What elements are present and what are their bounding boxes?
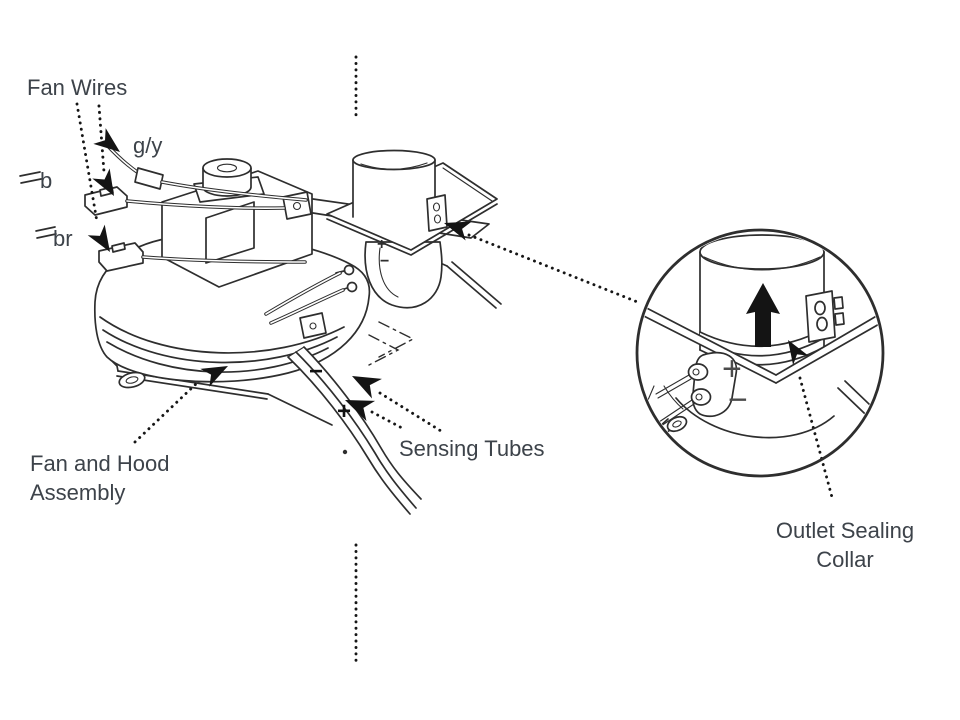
fan-hood-assembly-line2: Assembly: [30, 480, 126, 505]
wire-b-label: b: [40, 168, 53, 193]
collar-clamp-tab: [426, 194, 448, 232]
leader-lines: [75, 55, 835, 667]
outlet-elbow: [364, 241, 443, 309]
pressure-taps: [264, 264, 358, 325]
hood-tube-minus-mark: −: [309, 358, 324, 385]
detail-plus-mark: +: [722, 350, 742, 388]
arrow-collar-icon: [444, 221, 472, 241]
arrow-tube2-icon: [345, 400, 376, 422]
outlet-sealing-line2: Collar: [816, 547, 874, 572]
arrow-detail-collar-icon: [788, 340, 809, 366]
wire-gy-label: g/y: [133, 133, 163, 158]
detail-view-circle: [635, 228, 885, 478]
fan-wire-leads: [19, 142, 308, 272]
outlet-tap-minus-mark: −: [380, 253, 390, 270]
arrow-hood-icon: [200, 366, 228, 387]
arrow-gy-icon: [93, 128, 120, 152]
arrow-b-icon: [92, 168, 114, 196]
fan-wires-label: Fan Wires: [27, 75, 128, 100]
detail-minus-mark: −: [728, 381, 748, 419]
hood-tube-plus-mark: +: [337, 398, 352, 425]
flow-up-arrow-icon: [746, 283, 780, 347]
fan-hood-assembly-line1: Fan and Hood: [30, 451, 170, 476]
wire-br-label: br: [53, 226, 73, 251]
sensing-tubes-label: Sensing Tubes: [399, 436, 545, 461]
outlet-tap-plus-mark: +: [377, 236, 387, 253]
outlet-sealing-collar-label: Outlet Sealing Collar: [744, 516, 946, 574]
arrow-br-icon: [87, 224, 110, 252]
fan-hood-assembly-label: Fan and Hood Assembly: [30, 449, 169, 507]
outlet-pipe: [352, 149, 436, 218]
sealing-collar-plate: [326, 162, 498, 256]
callout-arrows: [87, 128, 472, 422]
arrow-tube1-icon: [352, 376, 382, 399]
sensing-tubes: [287, 346, 422, 515]
outlet-sealing-line1: Outlet Sealing: [775, 518, 915, 543]
